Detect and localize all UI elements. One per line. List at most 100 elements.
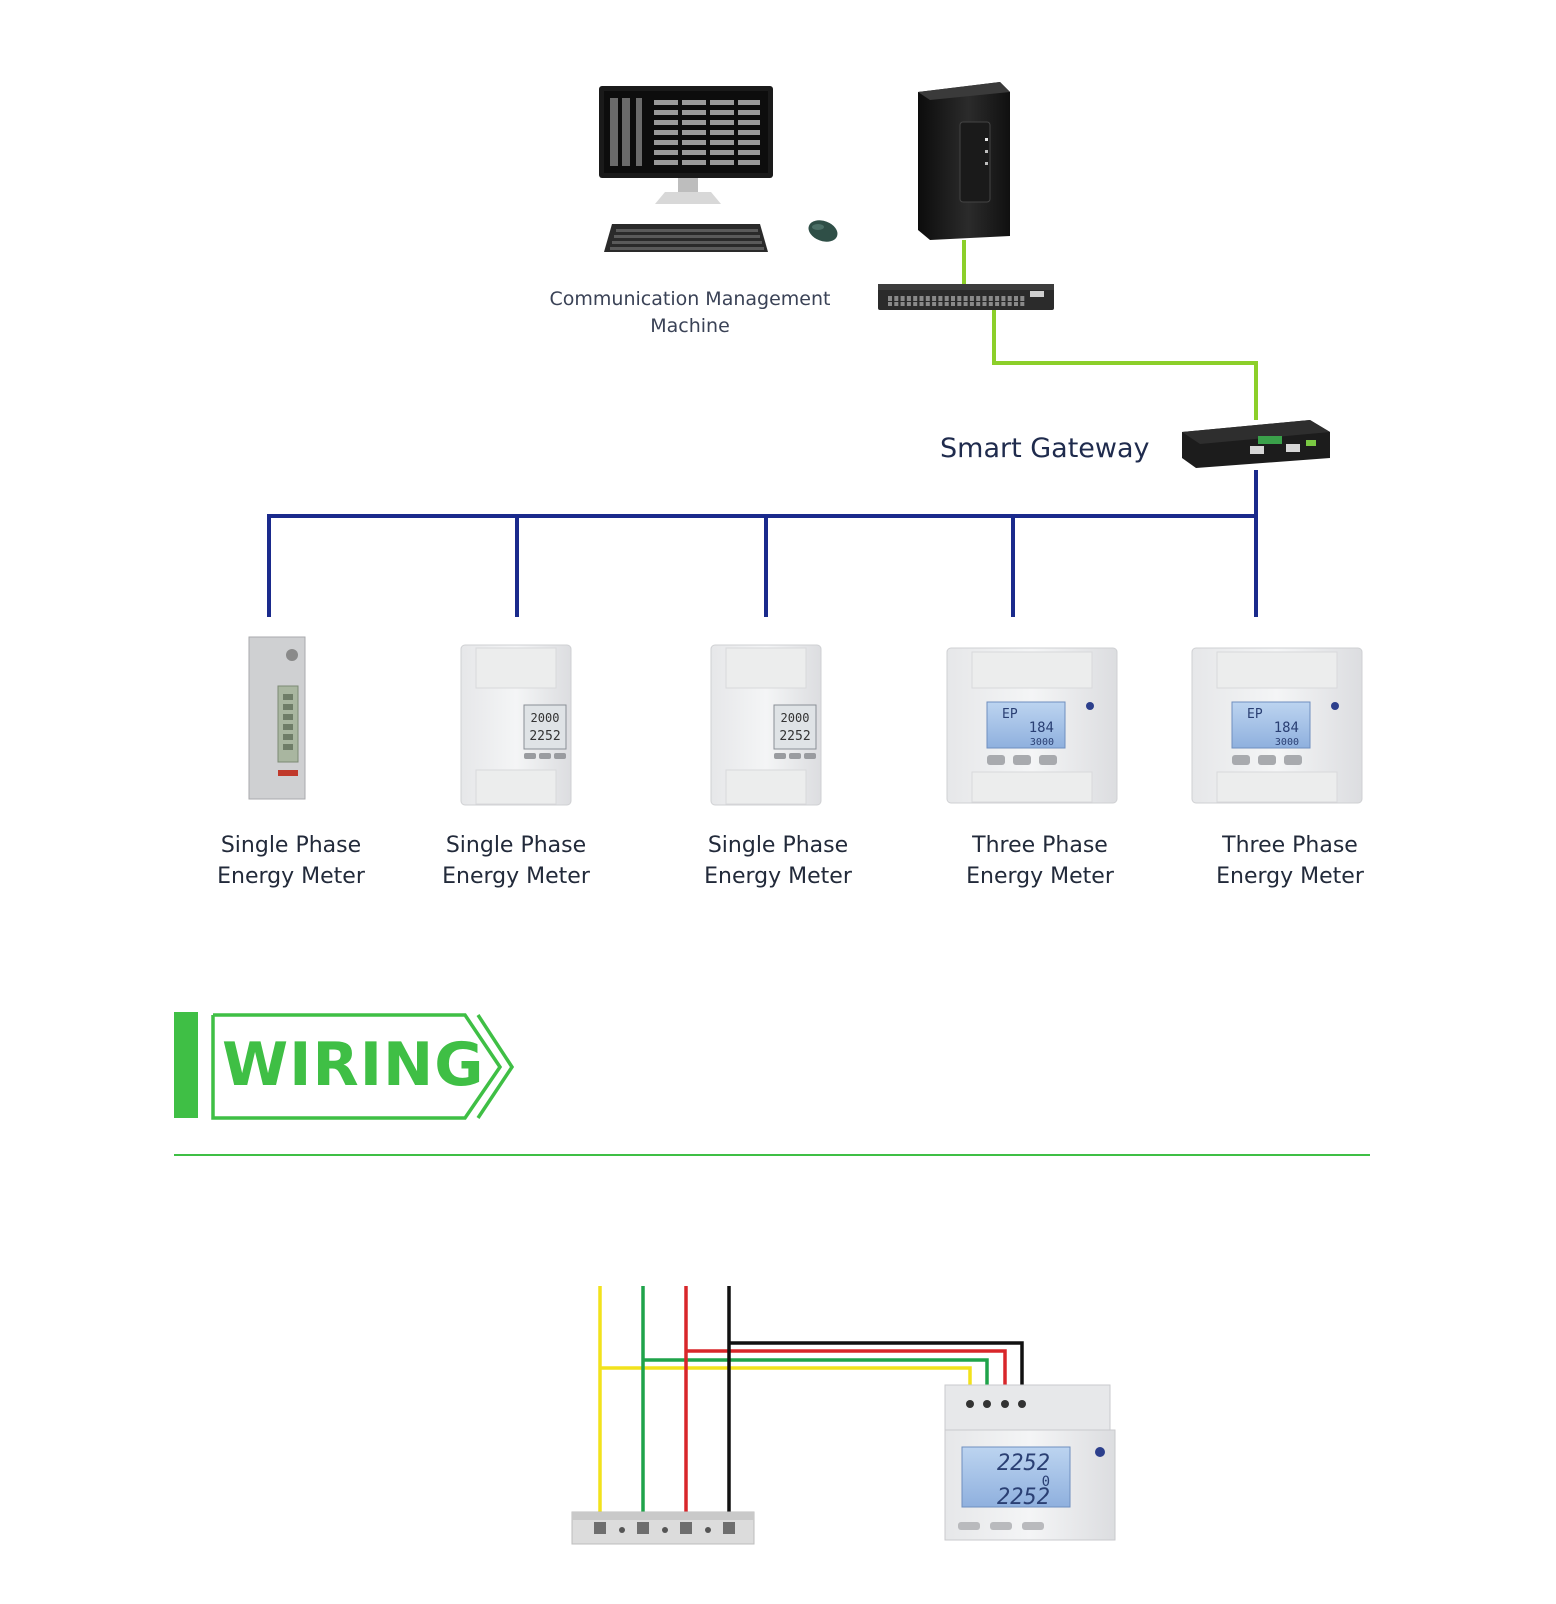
meter-button [1013,755,1031,765]
rs485-bus [267,470,1258,617]
switch-port [944,296,949,301]
switch-port [925,302,930,306]
energy-meter-single-slim-icon [248,636,306,800]
meter-label-line2: Energy Meter [704,864,852,890]
meter-button [524,753,536,759]
switch-port [925,296,930,301]
lcd-segment [283,704,293,710]
switch-port [1020,302,1025,306]
energy-meter-single-icon: 2000 2252 [460,644,572,806]
meter-top-cover [971,651,1093,689]
meter-label-line1: Single Phase [707,833,849,858]
lcd-segment [283,724,293,730]
meter-button [539,753,551,759]
mouse-icon [808,220,838,242]
meter-bottom-cover [971,771,1093,803]
wiring-lcd-line2: 0 [1042,1474,1050,1490]
wiring-lcd-line1: 2252 [997,1451,1050,1476]
lcd-segment [283,714,293,720]
network-switch-icon [878,284,1054,310]
switch-port [932,302,937,306]
wire-black [727,1286,1024,1537]
lcd-readout-1: EP [1002,707,1018,722]
switch-port [969,302,974,306]
server-tower-icon [918,82,1010,240]
meter-top-cover [725,647,807,689]
meter-label: Single Phase Energy Meter [678,830,878,892]
switch-port [913,296,918,301]
meter-screw [286,649,298,661]
smart-gateway-icon [1182,420,1330,468]
switch-port [982,296,987,301]
meter-top-cover [475,647,557,689]
gateway-label: Smart Gateway [940,433,1150,464]
comm-machine-label-line2: Machine [650,314,730,337]
meter-bottom-cover [1216,771,1338,803]
meter-lcd [523,704,567,750]
switch-port [900,296,905,301]
meter-top-cover [1216,651,1338,689]
meter-label-line2: Energy Meter [1216,864,1364,890]
switch-port [982,302,987,306]
lcd-readout-2: 2252 [529,729,560,744]
wire-yellow [598,1286,972,1537]
switch-port [938,296,943,301]
meter-lcd [1231,701,1311,749]
meter-button [554,753,566,759]
meter-label-line2: Energy Meter [966,864,1114,890]
terminal-block [571,1511,755,1545]
switch-port [906,296,911,301]
wiring-title: WIRING [222,1030,485,1100]
meter-button [804,753,816,759]
lcd-readout-1: 2000 [531,711,560,725]
wiring-three-phase-meter: 2252 0 2252 [944,1384,1116,1541]
switch-port [1014,302,1018,306]
meter-bottom-cover [475,769,557,805]
meter-lcd [986,701,1066,749]
switch-port [932,296,937,301]
wiring-header-badge [174,1012,515,1120]
switch-port [963,296,968,301]
lcd-segment [283,744,293,750]
wiring-lcd-line3: 2252 [997,1485,1050,1510]
lcd-readout-1: 2000 [781,711,810,725]
meter-button [1039,755,1057,765]
meter-button [774,753,786,759]
meter-button [1284,755,1302,765]
switch-port [951,296,955,301]
meter-label: Three Phase Energy Meter [940,830,1140,892]
switch-port [995,296,1000,301]
switch-port [976,302,981,306]
switch-port [894,296,899,301]
lcd-segment [283,694,293,700]
switch-port [957,302,962,306]
switch-port [944,302,949,306]
lcd-readout-2: 2252 [779,729,810,744]
monitor-icon [599,86,773,204]
meter-label-line1: Single Phase [220,833,362,858]
comm-machine-label: Communication Management Machine [520,286,860,340]
switch-port [1007,302,1012,306]
energy-meter-single-icon: 2000 2252 [710,644,822,806]
switch-port [976,296,981,301]
wire-red [684,1286,1007,1537]
switch-port [969,296,974,301]
switch-port [919,302,924,306]
switch-port [938,302,943,306]
meter-lcd [773,704,817,750]
switch-port [1014,296,1018,301]
keyboard-icon [604,224,768,252]
meter-indicator [278,770,298,776]
meter-label: Single Phase Energy Meter [191,830,391,892]
meter-label-line2: Energy Meter [217,864,365,890]
switch-port [900,302,905,306]
meter-led [1331,702,1339,710]
wire-green [641,1286,989,1537]
meter-label-line2: Energy Meter [442,864,590,890]
lcd-readout-2: 184 [1274,720,1299,736]
switch-port [1001,296,1006,301]
switch-port [963,302,968,306]
